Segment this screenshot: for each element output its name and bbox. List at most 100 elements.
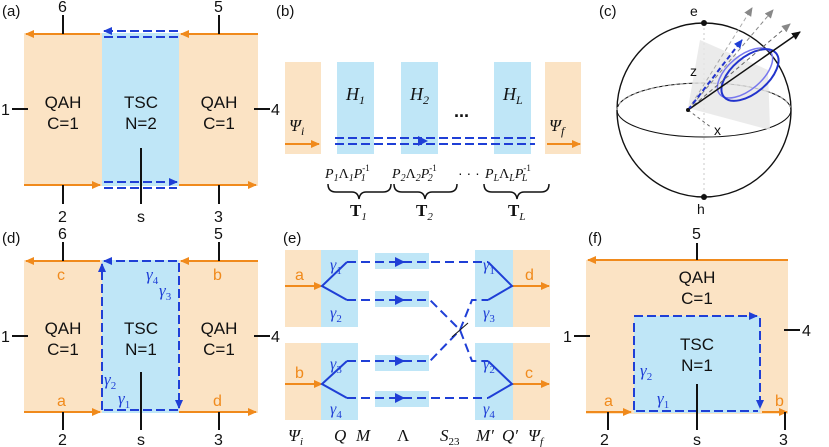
label-h: h [697,201,705,217]
region-label-outer-1: QAH [679,268,716,287]
gamma-2: γ2 [104,370,116,392]
gamma-3: γ3 [159,281,172,303]
label-psi-f: Ψf [528,426,545,447]
x-axis [687,109,713,129]
qah-region-left [24,260,102,413]
gamma-left-3: γ3 [330,356,342,376]
terminal-6: 6 [58,0,67,16]
terminal-2: 2 [58,432,67,447]
vector-grey-1 [687,7,753,111]
region-label-right-1: QAH [201,319,238,338]
product-dots: · · · [458,165,480,181]
split-top [320,261,348,301]
label-x: x [714,122,721,138]
gamma-right-4: γ4 [483,401,495,421]
lambda-bar-3 [375,355,429,371]
vector-black [687,31,801,111]
label-Q-prime: Q′ [502,426,518,445]
crossing-mark [451,322,469,338]
majorana-line-3 [347,299,488,362]
terminal-s: s [137,209,145,226]
output-region-top [513,250,550,327]
output-region [545,62,581,154]
terminal-6: 6 [58,226,67,243]
transfer-2: T2 [416,201,433,223]
south-pole [701,194,707,200]
label-lambda: Λ [397,426,410,445]
region-label-left-2: C=1 [47,114,79,133]
channel-a: a [604,393,613,410]
panel-d-tag: (d) [2,230,20,247]
label-M-prime: M′ [475,426,494,445]
region-label-inner-2: N=1 [681,356,713,375]
shaded-plane [688,40,770,130]
majorana-line-2 [347,299,488,362]
vector-grey-2 [687,9,774,111]
panel-b-tag: (b) [276,3,294,20]
region-label-right-2: C=1 [203,114,235,133]
terminal-3: 3 [214,432,223,447]
region-label-center-1: TSC [124,319,158,338]
brace-L [483,183,550,200]
psi-in: Ψi [289,116,304,138]
gamma-4: γ4 [146,265,159,287]
gamma-right-3: γ3 [483,305,495,325]
panel-e: (e) a b [283,230,550,447]
equator-back [616,82,792,111]
panel-f-tag: (f) [588,230,602,247]
channel-d: d [525,267,534,284]
terminal-4: 4 [271,102,280,119]
ellipsis: ... [454,101,469,121]
region-label-left-1: QAH [45,319,82,338]
region-label-inner-1: TSC [680,335,714,354]
split-bottom [320,360,348,399]
region-label-right-2: C=1 [203,340,235,359]
terminal-2: 2 [600,432,609,447]
region-label-outer-2: C=1 [681,289,713,308]
input-region [285,62,321,154]
terminal-s: s [137,432,145,447]
hamiltonian-2: H2 [409,84,429,107]
channel-a: a [57,393,66,410]
qah-region-right [179,33,258,186]
vector-blue [687,39,743,111]
terminal-3: 3 [779,432,788,447]
terminal-4: 4 [271,329,280,346]
gamma-right-2: γ2 [483,356,495,376]
label-S23: S23 [440,426,460,447]
terminal-1: 1 [1,329,10,346]
panel-e-tag: (e) [283,230,301,247]
qah-region-right [179,260,258,413]
region-label-left-1: QAH [45,93,82,112]
region-label-center-2: N=1 [125,340,157,359]
gamma-left-2: γ2 [330,305,342,325]
terminal-1: 1 [563,329,572,346]
panel-c-tag: (c) [599,3,617,20]
hamiltonian-1: H1 [345,84,365,107]
transfer-1: T1 [350,201,367,223]
scatter-block-L [494,62,531,154]
terminal-3: 3 [214,209,223,226]
brace-1 [327,183,392,200]
channel-c: c [525,365,533,382]
label-psi-i: Ψi [288,426,303,447]
panel-a-tag: (a) [2,3,20,20]
origin [686,108,690,112]
terminal-4: 4 [802,323,811,340]
channel-b: b [213,267,222,284]
arrowhead-3 [395,356,405,366]
qm-block-bottom [321,343,358,420]
region-label-right-1: QAH [201,93,238,112]
hamiltonian-L: HL [502,84,523,107]
north-pole [701,20,707,26]
precession-circle-2 [720,48,780,102]
terminal-5: 5 [692,226,701,243]
transfer-L: TL [508,201,525,223]
channel-a: a [295,267,304,284]
mq-block-bottom [475,343,513,420]
